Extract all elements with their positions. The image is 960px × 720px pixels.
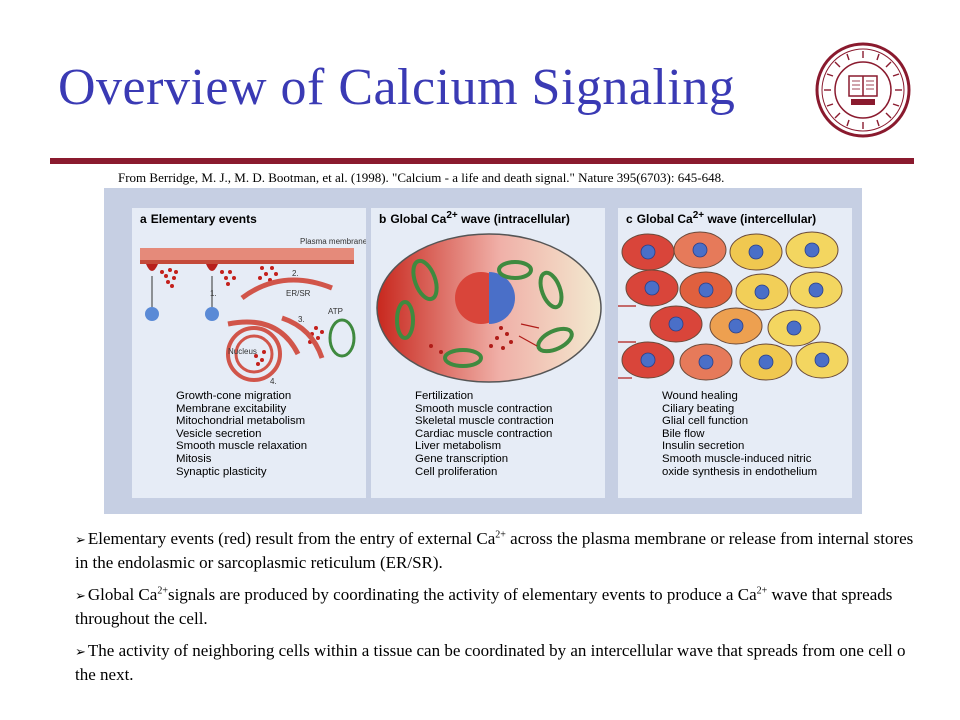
list-item: oxide synthesis in endothelium — [662, 465, 818, 478]
list-item: Wound healing — [662, 390, 738, 402]
elementary-events-illustration: Plasma membrane 1. 2. 3. 4. ER/SR ATP Nu… — [140, 237, 366, 386]
arrow-bullet-icon: ➢ — [75, 645, 86, 660]
label-nucleus: Nucleus — [228, 347, 257, 356]
figure-citation: From Berridge, M. J., M. D. Bootman, et … — [118, 170, 725, 185]
panel-b-list: Fertilization Smooth muscle contraction … — [415, 390, 554, 478]
list-item: Gene transcription — [415, 452, 509, 465]
label-er-sr: ER/SR — [286, 289, 311, 298]
label-plasma-membrane: Plasma membrane — [300, 237, 366, 246]
list-item: Ciliary beating — [662, 402, 735, 415]
bullet-item: ➢Global Ca2+signals are produced by coor… — [75, 585, 893, 628]
list-item: Fertilization — [415, 390, 474, 402]
list-item: Membrane excitability — [176, 402, 287, 415]
list-item: Growth-cone migration — [176, 390, 292, 402]
list-item: Vesicle secretion — [176, 427, 262, 440]
label-2: 2. — [292, 269, 299, 278]
panel-a-list: Growth-cone migration Membrane excitabil… — [176, 390, 307, 478]
list-item: Mitosis — [176, 452, 212, 465]
list-item: Liver metabolism — [415, 440, 502, 453]
list-item: Smooth muscle contraction — [415, 402, 553, 415]
list-item: Bile flow — [662, 427, 705, 440]
list-item: Synaptic plasticity — [176, 465, 267, 478]
label-atp: ATP — [328, 307, 343, 316]
list-item: Glial cell function — [662, 415, 749, 428]
list-item: Insulin secretion — [662, 440, 745, 453]
panel-c-list: Wound healing Ciliary beating Glial cell… — [662, 390, 817, 478]
bullet-item: ➢The activity of neighboring cells withi… — [75, 641, 906, 684]
arrow-bullet-icon: ➢ — [75, 533, 86, 548]
label-4: 4. — [270, 377, 277, 386]
list-item: Cell proliferation — [415, 465, 498, 478]
label-1: 1. — [210, 289, 217, 298]
slide-title: Overview of Calcium Signaling — [58, 59, 736, 116]
label-3: 3. — [298, 315, 305, 324]
list-item: Smooth muscle relaxation — [176, 440, 308, 453]
bullet-list: ➢Elementary events (red) result from the… — [75, 528, 917, 696]
list-item: Skeletal muscle contraction — [415, 415, 554, 428]
list-item: Smooth muscle-induced nitric — [662, 452, 812, 465]
list-item: Mitochondrial metabolism — [176, 415, 306, 428]
bullet-item: ➢Elementary events (red) result from the… — [75, 529, 914, 572]
intercellular-wave-illustration — [618, 231, 849, 381]
title-divider — [50, 158, 914, 164]
list-item: Cardiac muscle contraction — [415, 427, 553, 440]
arrow-bullet-icon: ➢ — [75, 589, 86, 604]
intracellular-wave-illustration — [376, 233, 602, 383]
university-seal-logo — [815, 42, 911, 138]
